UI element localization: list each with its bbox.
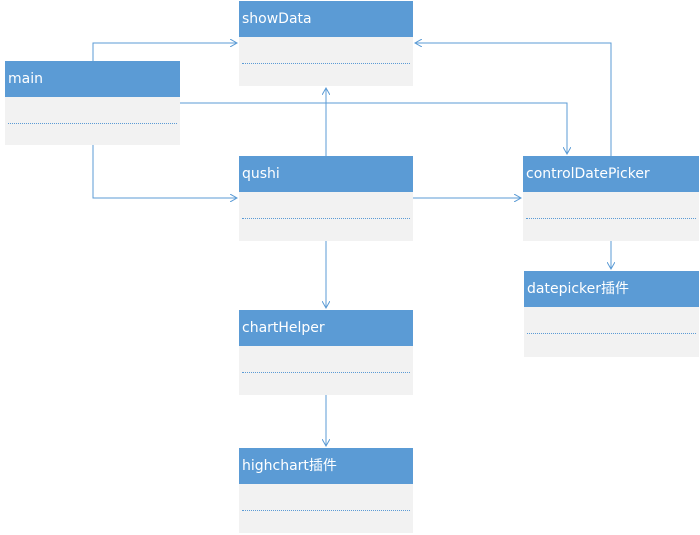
class-divider (242, 63, 410, 64)
class-title: controlDatePicker (523, 156, 699, 192)
class-divider (242, 510, 410, 511)
class-divider (526, 218, 696, 219)
class-title: highchart插件 (239, 448, 413, 484)
class-box-datepicker-plugin: datepicker插件 (524, 271, 699, 357)
class-box-controldatepicker: controlDatePicker (523, 156, 699, 241)
class-title: datepicker插件 (524, 271, 699, 307)
class-title: showData (239, 1, 413, 37)
connector-main-to-controldatepicker (180, 102, 567, 154)
class-divider (527, 333, 696, 334)
class-box-qushi: qushi (239, 156, 413, 241)
connector-main-to-qushi (92, 145, 237, 198)
class-title: qushi (239, 156, 413, 192)
class-divider (242, 372, 410, 373)
connector-main-to-showdata (92, 43, 237, 61)
class-title: chartHelper (239, 310, 413, 346)
class-box-charthelper: chartHelper (239, 310, 413, 395)
class-title: main (5, 61, 180, 97)
connector-controldatepicker-to-showdata (415, 43, 612, 156)
class-divider (8, 123, 177, 124)
class-box-showdata: showData (239, 1, 413, 86)
class-box-highchart-plugin: highchart插件 (239, 448, 413, 533)
class-divider (242, 218, 410, 219)
class-box-main: main (5, 61, 180, 145)
